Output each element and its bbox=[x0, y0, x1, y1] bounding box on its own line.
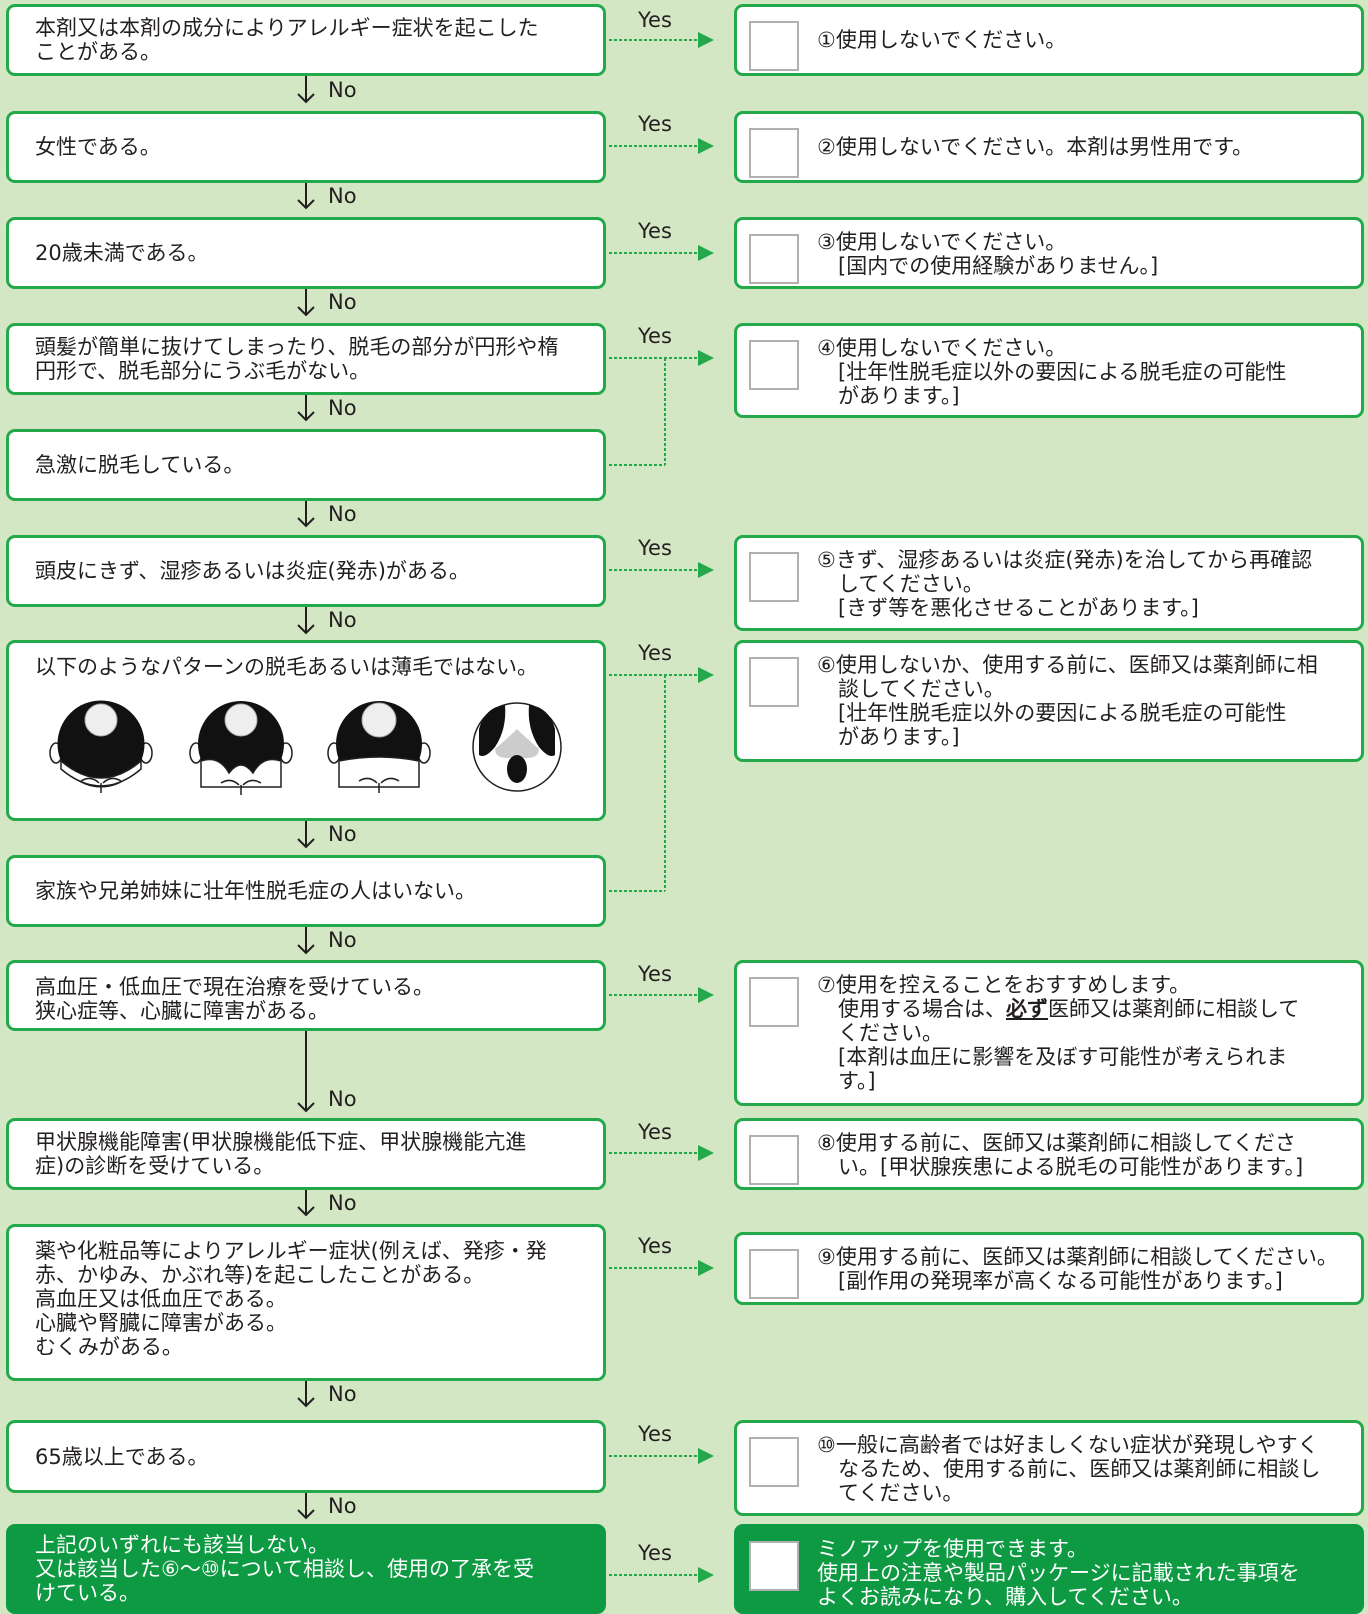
no-label: No bbox=[328, 928, 357, 952]
question-text: 以下のようなパターンの脱毛あるいは薄毛ではない。 bbox=[35, 655, 538, 679]
yes-label: Yes bbox=[638, 219, 672, 243]
answer-text: ⑧使用する前に、医師又は薬剤師に相談してくださ い。[甲状腺疾患による脱毛の可能… bbox=[817, 1131, 1304, 1179]
question-text: 頭髪が簡単に抜けてしまったり、脱毛の部分が円形や楕 円形で、脱毛部分にうぶ毛がな… bbox=[35, 335, 559, 383]
answer-final: ミノアップを使用できます。 使用上の注意や製品パッケージに記載された事項を よく… bbox=[734, 1524, 1364, 1614]
answer-checkbox[interactable] bbox=[749, 552, 799, 602]
answer-1: ①使用しないでください。 bbox=[734, 4, 1364, 76]
no-label: No bbox=[328, 78, 357, 102]
question-text: 65歳以上である。 bbox=[35, 1444, 209, 1469]
question-text: 高血圧・低血圧で現在治療を受けている。 狭心症等、心臓に障害がある。 bbox=[35, 975, 434, 1023]
question-text: 女性である。 bbox=[35, 135, 161, 159]
answer-text: ④使用しないでください。 [壮年性脱毛症以外の要因による脱毛症の可能性 がありま… bbox=[817, 336, 1287, 408]
no-label: No bbox=[328, 1191, 357, 1215]
no-label: No bbox=[328, 1494, 357, 1518]
answer-text: ⑤きず、湿疹あるいは炎症(発赤)を治してから再確認 してください。 [きず等を悪… bbox=[817, 548, 1313, 620]
no-label: No bbox=[328, 184, 357, 208]
emphasis-must: 必ず bbox=[1006, 997, 1048, 1021]
question-text: 甲状腺機能障害(甲状腺機能低下症、甲状腺機能亢進 症)の診断を受けている。 bbox=[35, 1130, 527, 1178]
question-10: 甲状腺機能障害(甲状腺機能低下症、甲状腺機能亢進 症)の診断を受けている。 bbox=[6, 1118, 606, 1190]
question-9: 高血圧・低血圧で現在治療を受けている。 狭心症等、心臓に障害がある。 bbox=[6, 960, 606, 1031]
pattern-m-shape-icon bbox=[189, 701, 293, 795]
no-label: No bbox=[328, 396, 357, 420]
answer-10: ⑩一般に高齢者では好ましくない症状が発現しやすく なるため、使用する前に、医師又… bbox=[734, 1420, 1364, 1516]
question-2: 女性である。 bbox=[6, 111, 606, 183]
yes-label: Yes bbox=[638, 1234, 672, 1258]
question-13-final: 上記のいずれにも該当しない。 又は該当した⑥〜⑩について相談し、使用の了承を受 … bbox=[6, 1524, 606, 1614]
no-label: No bbox=[328, 290, 357, 314]
yes-label: Yes bbox=[638, 1120, 672, 1144]
question-7: 以下のようなパターンの脱毛あるいは薄毛ではない。 bbox=[6, 640, 606, 821]
answer-text: ①使用しないでください。 bbox=[817, 28, 1067, 52]
pattern-top-icon bbox=[327, 701, 431, 793]
answer-4: ④使用しないでください。 [壮年性脱毛症以外の要因による脱毛症の可能性 がありま… bbox=[734, 323, 1364, 418]
answer-6: ⑥使用しないか、使用する前に、医師又は薬剤師に相 談してください。 [壮年性脱毛… bbox=[734, 640, 1364, 762]
question-3: 20歳未満である。 bbox=[6, 217, 606, 289]
answer-checkbox[interactable] bbox=[749, 128, 799, 178]
question-5: 急激に脱毛している。 bbox=[6, 429, 606, 501]
answer-text: ③使用しないでください。 [国内での使用経験がありません。] bbox=[817, 230, 1159, 278]
no-label: No bbox=[328, 822, 357, 846]
no-label: No bbox=[328, 1382, 357, 1406]
answer-text: ⑥使用しないか、使用する前に、医師又は薬剤師に相 談してください。 [壮年性脱毛… bbox=[817, 653, 1318, 749]
answer-7: ⑦使用を控えることをおすすめします。 使用する場合は、必ず医師又は薬剤師に相談し… bbox=[734, 960, 1364, 1106]
answer-text: ⑦使用を控えることをおすすめします。 使用する場合は、必ず医師又は薬剤師に相談し… bbox=[817, 973, 1300, 1093]
answer-checkbox[interactable] bbox=[749, 340, 799, 390]
answer-checkbox[interactable] bbox=[749, 1135, 799, 1185]
answer-checkbox[interactable] bbox=[749, 1437, 799, 1487]
question-6: 頭皮にきず、湿疹あるいは炎症(発赤)がある。 bbox=[6, 535, 606, 607]
question-text: 20歳未満である。 bbox=[35, 241, 209, 265]
answer-checkbox[interactable] bbox=[749, 657, 799, 707]
answer-checkbox[interactable] bbox=[749, 234, 799, 284]
yes-label: Yes bbox=[638, 112, 672, 136]
yes-label: Yes bbox=[638, 1422, 672, 1446]
answer-text: ⑩一般に高齢者では好ましくない症状が発現しやすく なるため、使用する前に、医師又… bbox=[817, 1433, 1321, 1505]
yes-label: Yes bbox=[638, 8, 672, 32]
yes-label: Yes bbox=[638, 641, 672, 665]
pattern-crown-icon bbox=[49, 700, 153, 793]
yes-label: Yes bbox=[638, 324, 672, 348]
answer-text: ⑨使用する前に、医師又は薬剤師に相談してください。 [副作用の発現率が高くなる可… bbox=[817, 1245, 1338, 1293]
question-text: 上記のいずれにも該当しない。 又は該当した⑥〜⑩について相談し、使用の了承を受 … bbox=[35, 1533, 535, 1605]
answer-5: ⑤きず、湿疹あるいは炎症(発赤)を治してから再確認 してください。 [きず等を悪… bbox=[734, 535, 1364, 631]
question-1: 本剤又は本剤の成分によりアレルギー症状を起こした ことがある。 bbox=[6, 4, 606, 76]
no-label: No bbox=[328, 502, 357, 526]
answer-9: ⑨使用する前に、医師又は薬剤師に相談してください。 [副作用の発現率が高くなる可… bbox=[734, 1232, 1364, 1305]
no-label: No bbox=[328, 1087, 357, 1111]
pattern-vertex-icon bbox=[472, 702, 562, 792]
question-text: 家族や兄弟姉妹に壮年性脱毛症の人はいない。 bbox=[35, 879, 476, 903]
yes-label: Yes bbox=[638, 536, 672, 560]
answer-checkbox[interactable] bbox=[749, 1541, 799, 1591]
question-4: 頭髪が簡単に抜けてしまったり、脱毛の部分が円形や楕 円形で、脱毛部分にうぶ毛がな… bbox=[6, 323, 606, 395]
no-label: No bbox=[328, 608, 357, 632]
question-text: 急激に脱毛している。 bbox=[35, 453, 245, 477]
question-8: 家族や兄弟姉妹に壮年性脱毛症の人はいない。 bbox=[6, 855, 606, 927]
answer-3: ③使用しないでください。 [国内での使用経験がありません。] bbox=[734, 217, 1364, 289]
answer-checkbox[interactable] bbox=[749, 1249, 799, 1299]
question-text: 本剤又は本剤の成分によりアレルギー症状を起こした ことがある。 bbox=[35, 16, 539, 64]
answer-2: ②使用しないでください。本剤は男性用です。 bbox=[734, 111, 1364, 183]
yes-label: Yes bbox=[638, 1541, 672, 1565]
answer-8: ⑧使用する前に、医師又は薬剤師に相談してくださ い。[甲状腺疾患による脱毛の可能… bbox=[734, 1118, 1364, 1190]
answer-checkbox[interactable] bbox=[749, 21, 799, 71]
question-11: 薬や化粧品等によりアレルギー症状(例えば、発疹・発 赤、かゆみ、かぶれ等)を起こ… bbox=[6, 1224, 606, 1381]
question-text: 薬や化粧品等によりアレルギー症状(例えば、発疹・発 赤、かゆみ、かぶれ等)を起こ… bbox=[35, 1239, 547, 1359]
answer-text: ミノアップを使用できます。 使用上の注意や製品パッケージに記載された事項を よく… bbox=[817, 1537, 1300, 1609]
question-12: 65歳以上である。 bbox=[6, 1420, 606, 1493]
question-text: 頭皮にきず、湿疹あるいは炎症(発赤)がある。 bbox=[35, 559, 470, 583]
answer-text: ②使用しないでください。本剤は男性用です。 bbox=[817, 135, 1254, 159]
answer-checkbox[interactable] bbox=[749, 977, 799, 1027]
yes-label: Yes bbox=[638, 962, 672, 986]
